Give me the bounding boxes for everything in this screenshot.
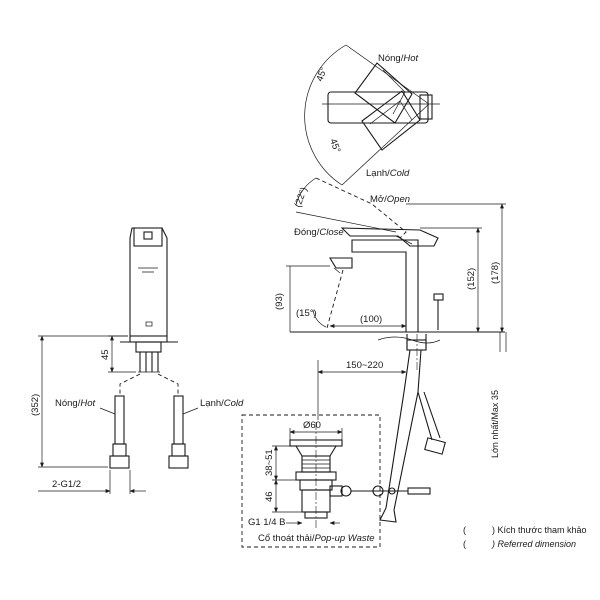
- cold-direction-label: Lạnh/Cold: [366, 168, 410, 179]
- cold-inlet-label: Lạnh/Cold: [200, 398, 244, 409]
- angle-bottom-label: 45°: [327, 137, 342, 154]
- open-label: Mở/Open: [370, 194, 410, 205]
- dim-152: (152): [466, 268, 477, 290]
- legend: ( ) Kích thước tham khảo ( ) Referred di…: [463, 525, 586, 549]
- diameter-label: Ø60: [303, 420, 321, 431]
- dim-178: (178): [490, 262, 501, 284]
- dim-100: (100): [360, 314, 382, 325]
- legend-reference-vi: ) Kích thước tham khảo: [492, 525, 586, 535]
- legend-reference-en: ) Referred dimension: [491, 539, 576, 549]
- angle-lever-label: (22°): [292, 186, 309, 209]
- front-view: 45 (352) 2-G1/2 Nóng/Hot Lạnh/Cold: [30, 227, 244, 494]
- max-thickness-label: Lớn nhất/Max 35: [490, 390, 500, 458]
- legend-paren-open-1: (: [463, 525, 466, 535]
- dim-352: (352): [30, 394, 41, 416]
- dim-93: (93): [274, 293, 285, 310]
- waste-detail: Ø60 38~51 46 G1 1/4 B Cổ thoát thải/Pop-…: [241, 414, 431, 548]
- dim-150-220: 150~220: [346, 360, 383, 371]
- close-label: Đóng/Close: [294, 227, 344, 238]
- legend-paren-open-2: (: [463, 539, 466, 549]
- top-view: 45° 45° Nóng/Hot Lạnh/Cold: [304, 44, 440, 186]
- dim-45: 45: [100, 349, 111, 360]
- thread-label: 2-G1/2: [52, 479, 81, 490]
- hot-direction-label: Nóng/Hot: [378, 53, 419, 64]
- waste-thread-label: G1 1/4 B: [248, 517, 286, 528]
- angle-top-label: 45°: [314, 66, 329, 83]
- side-view: (93) (100) (15°) (152) (178) Mở/Open Đón…: [274, 177, 507, 523]
- angle-spout-label: (15°): [296, 308, 317, 319]
- dim-46: 46: [264, 491, 275, 502]
- angle-arc: [304, 44, 347, 186]
- waste-caption: Cổ thoát thải/Pop-up Waste: [258, 533, 375, 544]
- dim-38-51: 38~51: [264, 449, 275, 476]
- hot-inlet-label: Nóng/Hot: [55, 398, 96, 409]
